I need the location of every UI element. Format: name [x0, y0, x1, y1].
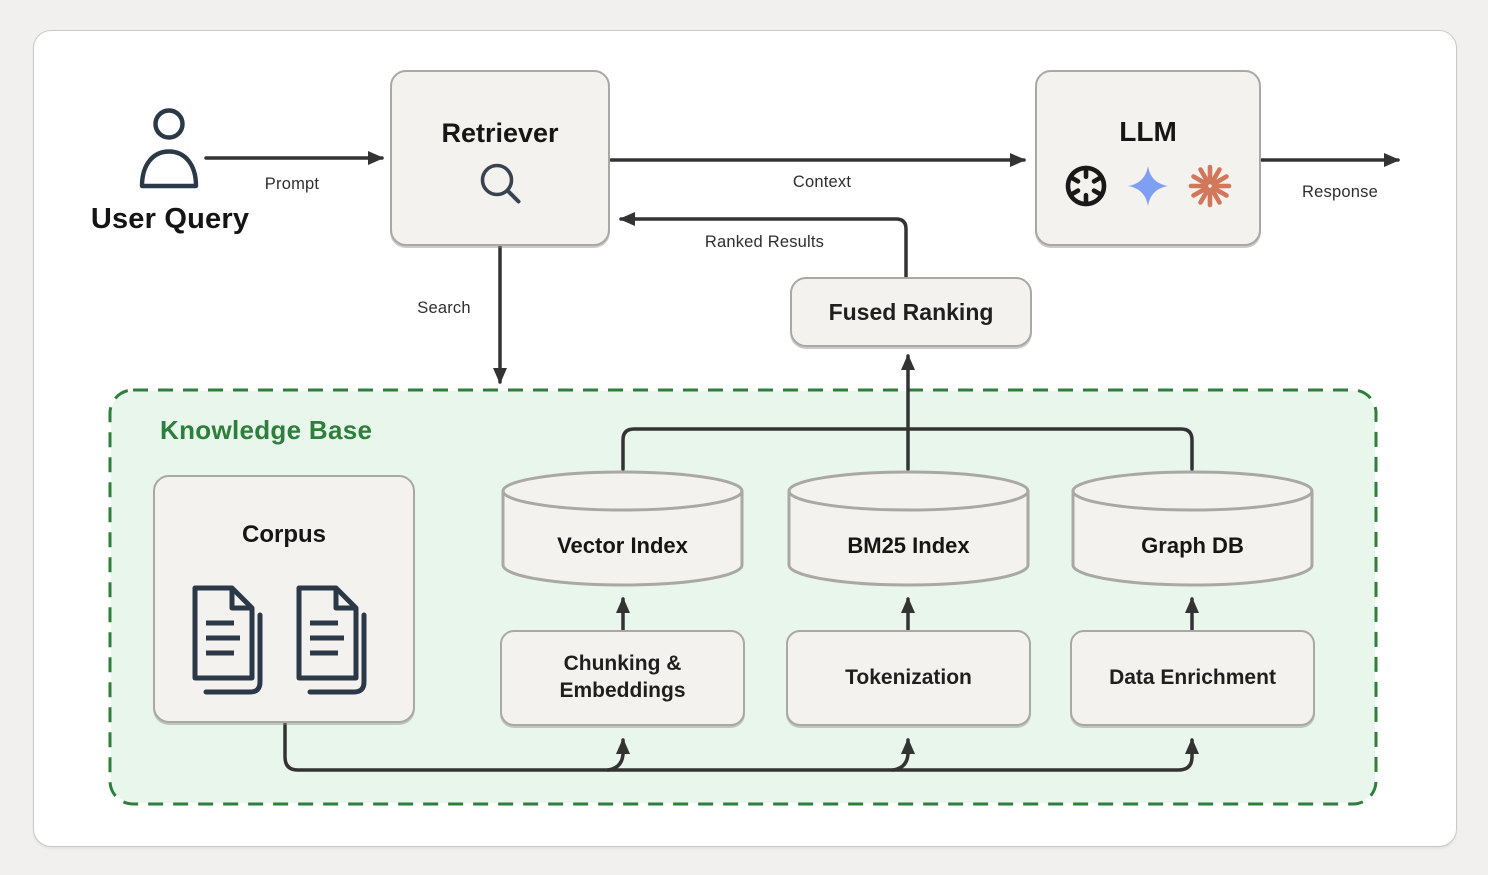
cylinder-shape: [1071, 470, 1314, 587]
tokenization-label: Tokenization: [845, 665, 972, 689]
corpus-label: Corpus: [242, 521, 326, 548]
edge-label-search: Search: [417, 299, 471, 317]
openai-icon: [1064, 164, 1108, 213]
retriever-label: Retriever: [441, 118, 559, 148]
node-bm25-index: BM25 Index: [786, 469, 1031, 589]
llm-label: LLM: [1119, 116, 1177, 147]
edge-label-context: Context: [792, 173, 852, 191]
edge-label-ranked-results: Ranked Results: [704, 233, 825, 251]
bm25-index-label: BM25 Index: [847, 533, 970, 558]
node-tokenization: Tokenization: [786, 630, 1031, 726]
chunking-label-line2: Embeddings: [559, 679, 686, 702]
knowledge-base-title: Knowledge Base: [160, 415, 373, 445]
edge-label-prompt: Prompt: [264, 175, 320, 193]
node-data-enrichment: Data Enrichment: [1070, 630, 1315, 726]
gemini-icon: [1126, 164, 1170, 213]
edge-label-response: Response: [1302, 183, 1378, 201]
vector-index-label: Vector Index: [557, 533, 688, 558]
data-enrichment-label: Data Enrichment: [1109, 665, 1276, 689]
cylinder-shape: [501, 470, 744, 587]
cylinder-shape: [787, 470, 1030, 587]
node-vector-index: Vector Index: [500, 469, 745, 589]
fused-ranking-label: Fused Ranking: [828, 298, 994, 325]
user-icon: [133, 106, 205, 199]
node-fused-ranking: Fused Ranking: [790, 277, 1032, 347]
node-retriever: Retriever: [390, 70, 610, 246]
node-corpus: Corpus: [153, 475, 415, 723]
search-icon: [476, 159, 524, 212]
claude-icon: [1188, 164, 1232, 213]
graph-db-label: Graph DB: [1141, 533, 1244, 558]
user-query-label: User Query: [90, 203, 250, 235]
documents-icon: [188, 585, 384, 702]
chunking-label-line1: Chunking &: [563, 652, 682, 676]
node-chunking-embeddings: Chunking & Embeddings: [500, 630, 745, 726]
node-llm: LLM: [1035, 70, 1261, 246]
node-graph-db: Graph DB: [1070, 469, 1315, 589]
